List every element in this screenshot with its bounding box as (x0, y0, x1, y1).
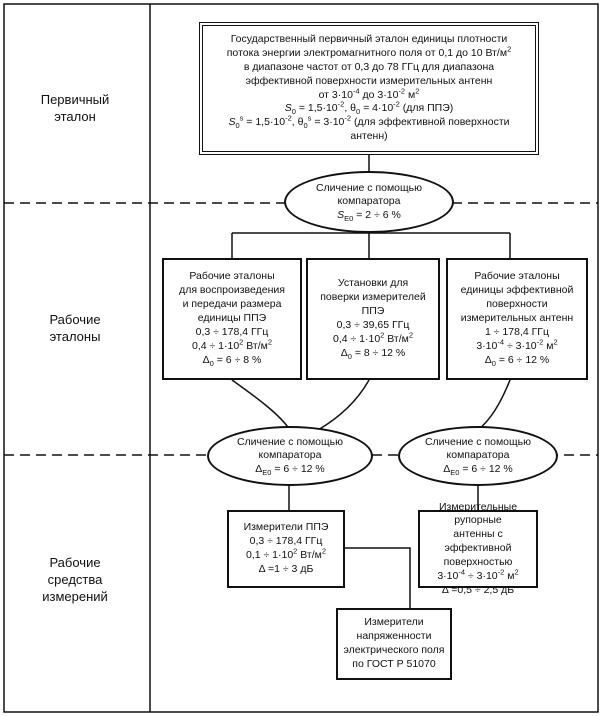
horn-antennas-box: Измерительные рупорные антенны с эффекти… (418, 501, 538, 596)
section-label-working-instruments: Рабочие средства измерений (42, 555, 108, 604)
comparator-top-ellipse: Сличение с помощью компаратора SE0 = 2 ÷… (284, 171, 454, 233)
section-label-working-standards: Рабочие эталоны (49, 312, 101, 344)
connector-lines (231, 155, 511, 608)
primary-standard-box: Государственный первичный эталон единицы… (199, 22, 539, 155)
section-label-primary: Первичный эталон (40, 92, 110, 124)
comparator-left-ellipse: Сличение с помощью компаратора ΔE0 = 6 ÷… (207, 426, 373, 486)
working-standards-ppe-box: Рабочие эталоны для воспроизведения и пе… (162, 258, 302, 380)
verification-installations-box: Установки для поверки измерителей ППЭ 0,… (306, 258, 440, 380)
working-standards-antenna-box: Рабочие эталоны единицы эффективной пове… (446, 258, 588, 380)
comparator-right-ellipse: Сличение с помощью компаратора ΔE0 = 6 ÷… (398, 426, 558, 486)
outer-border (3, 3, 599, 713)
ppe-meters-box: Измерители ППЭ 0,3 ÷ 178,4 ГГц 0,1 ÷ 1·1… (227, 510, 345, 588)
field-strength-meters-box: Измерители напряженности электрического … (336, 608, 452, 680)
